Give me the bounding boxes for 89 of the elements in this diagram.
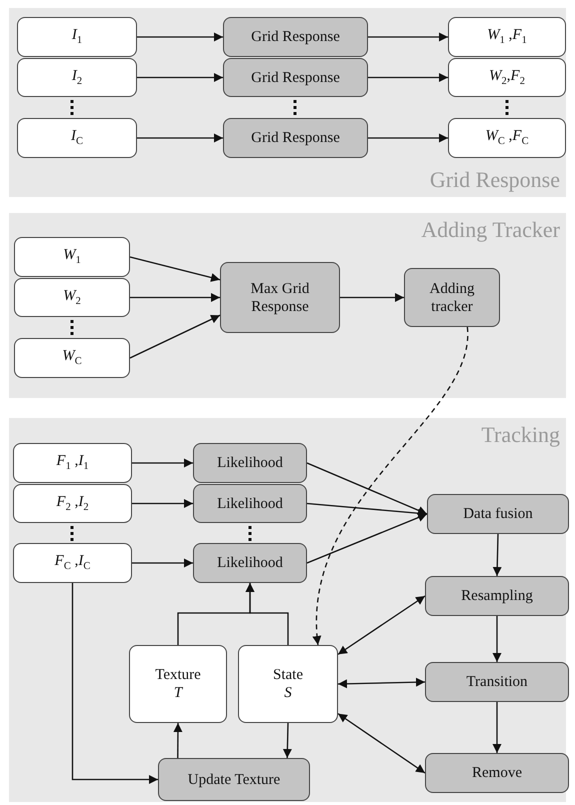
process-box <box>223 17 368 57</box>
node-label: W$_{2}$,F$_{2}$ <box>489 66 525 88</box>
node-label: F$_{C}$ ,I$_{C}$ <box>54 552 90 574</box>
arrow <box>137 73 223 82</box>
arrow <box>130 293 220 302</box>
arrow <box>132 499 193 508</box>
process-box <box>427 494 569 534</box>
node-label: Likelihood <box>217 454 283 472</box>
arrow <box>132 558 193 568</box>
section-panel <box>9 213 566 398</box>
arrow <box>340 293 404 302</box>
data-box <box>448 17 566 57</box>
process-box <box>193 443 307 483</box>
data-box <box>14 237 130 277</box>
process-box <box>193 543 307 583</box>
process-box <box>425 576 569 616</box>
arrow <box>338 678 426 688</box>
arrow <box>282 722 292 758</box>
section-panel <box>9 8 566 197</box>
arrow <box>368 73 448 82</box>
arrow <box>137 134 223 142</box>
node-label: I$_{C}$ <box>70 127 83 149</box>
process-box <box>158 758 310 801</box>
section-heading: Adding Tracker <box>421 219 560 241</box>
arrow <box>246 583 289 645</box>
node-label: I$_{2}$ <box>72 66 82 88</box>
arrow <box>132 458 193 468</box>
node-label: Likelihood <box>217 554 283 572</box>
process-box <box>223 118 368 158</box>
data-box <box>129 645 227 723</box>
data-box <box>17 118 137 158</box>
arrow <box>492 534 502 576</box>
arrow <box>492 702 502 753</box>
arrow <box>173 723 182 758</box>
data-box <box>17 58 137 97</box>
data-box <box>14 338 130 378</box>
arrow <box>306 462 428 515</box>
arrow <box>338 713 426 774</box>
data-box <box>13 443 132 483</box>
arrow <box>72 583 158 784</box>
process-box <box>223 58 368 97</box>
node-label: Grid Response <box>251 68 340 86</box>
arrow <box>313 326 468 646</box>
data-box <box>14 278 130 317</box>
node-label: State <box>273 666 303 684</box>
node-label: Grid Response <box>251 129 340 147</box>
node-label: F$_{1}$ ,I$_{1}$ <box>56 452 89 474</box>
node-label: I$_{1}$ <box>72 26 82 48</box>
process-box <box>193 484 307 523</box>
data-box <box>13 543 132 583</box>
arrow <box>492 616 502 662</box>
node-label: W$_{1}$ <box>63 246 81 268</box>
section-heading: Tracking <box>481 424 560 446</box>
node-label: W$_{2}$ <box>63 286 81 308</box>
arrow <box>368 134 448 142</box>
section-panel <box>9 418 566 802</box>
process-box <box>220 262 340 333</box>
process-box <box>425 662 569 702</box>
data-box <box>448 118 566 158</box>
arrow <box>130 256 220 282</box>
arrow <box>306 513 428 564</box>
arrow <box>130 314 220 359</box>
process-box <box>404 268 500 327</box>
node-label: S <box>284 684 292 702</box>
node-label: Remove <box>472 764 522 782</box>
data-box <box>448 58 566 97</box>
process-box <box>425 753 569 793</box>
node-label: Likelihood <box>217 494 283 512</box>
node-label: Grid Response <box>251 28 340 46</box>
node-label: Adding tracker <box>428 280 476 316</box>
arrow <box>368 32 448 42</box>
node-label: Update Texture <box>188 770 280 788</box>
node-label: Transition <box>466 673 528 691</box>
data-box <box>238 645 338 723</box>
node-label: F$_{2}$ ,I$_{2}$ <box>56 492 89 514</box>
data-box <box>13 484 132 523</box>
node-label: W$_{C}$ ,F$_{C}$ <box>485 127 529 149</box>
arrow <box>306 502 428 518</box>
section-heading: Grid Response <box>430 169 560 191</box>
arrow <box>137 32 223 42</box>
node-label: Max Grid Response <box>250 280 310 316</box>
node-label: Texture <box>155 666 201 684</box>
node-label: Resampling <box>461 587 533 605</box>
arrow <box>338 595 426 655</box>
data-box <box>17 17 137 57</box>
node-label: T <box>174 684 182 702</box>
node-label: W$_{C}$ <box>62 347 82 369</box>
node-label: W$_{1}$ ,F$_{1}$ <box>487 26 527 48</box>
node-label: Data fusion <box>463 505 533 523</box>
